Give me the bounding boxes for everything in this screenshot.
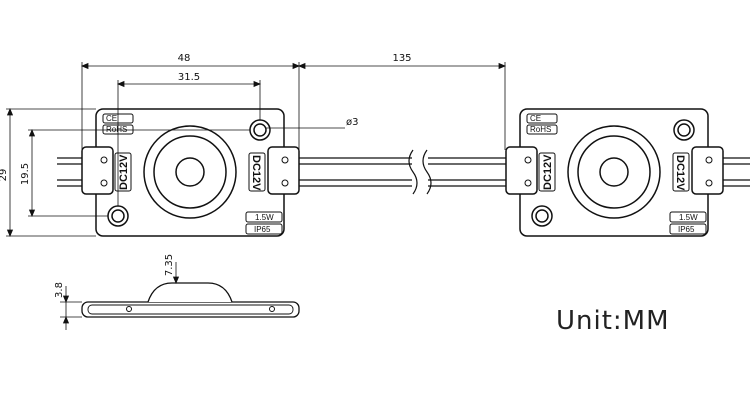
power-label: 1.5W bbox=[679, 213, 698, 222]
mount-hole-bottom bbox=[107, 205, 129, 227]
voltage-label-left: DC12V bbox=[542, 154, 554, 190]
cable-clamp-right bbox=[267, 146, 300, 195]
led-emitter bbox=[599, 157, 629, 187]
side-lens-dome bbox=[147, 282, 233, 303]
rating-box bbox=[669, 223, 707, 235]
rating-box bbox=[245, 223, 283, 235]
led-module-left bbox=[81, 108, 300, 237]
ce-box bbox=[526, 113, 558, 124]
power-box bbox=[669, 211, 707, 223]
side-body-inner bbox=[87, 304, 294, 315]
rating-label: IP65 bbox=[678, 225, 695, 234]
ce-mark: CE bbox=[106, 114, 117, 123]
cable-clamp-right bbox=[691, 146, 724, 195]
dim-lens-height: 7.35 bbox=[164, 254, 175, 276]
cable-break-symbol bbox=[408, 149, 432, 195]
dim-hole-spacing: 31.5 bbox=[178, 72, 200, 83]
voltage-label-left: DC12V bbox=[118, 154, 130, 190]
dc-box-left bbox=[114, 152, 132, 192]
mount-hole-top bbox=[673, 119, 695, 141]
ce-mark: CE bbox=[530, 114, 541, 123]
cable-clamp-left bbox=[505, 146, 538, 195]
led-module-right bbox=[505, 108, 724, 237]
rohs-label: RoHS bbox=[106, 125, 127, 134]
dc-box-right bbox=[672, 152, 690, 192]
dc-box-right bbox=[248, 152, 266, 192]
rating-label: IP65 bbox=[254, 225, 271, 234]
dim-overall-width: 48 bbox=[178, 53, 191, 64]
rohs-label: RoHS bbox=[530, 125, 551, 134]
voltage-label-right: DC12V bbox=[674, 155, 686, 191]
side-body-outer bbox=[81, 301, 300, 318]
dim-hole-vertical: 19.5 bbox=[20, 163, 31, 185]
dc-box-left bbox=[538, 152, 556, 192]
mount-hole-bottom bbox=[531, 205, 553, 227]
voltage-label-right: DC12V bbox=[250, 155, 262, 191]
dimension-lines bbox=[6, 62, 507, 238]
side-dimension-lines bbox=[60, 262, 180, 330]
rohs-box bbox=[526, 124, 558, 135]
dim-hole-diameter: ø3 bbox=[346, 117, 358, 128]
dim-overall-height: 29 bbox=[0, 169, 9, 182]
power-box bbox=[245, 211, 283, 223]
unit-label: Unit:MM bbox=[556, 306, 670, 336]
mount-hole-top bbox=[249, 119, 271, 141]
led-emitter bbox=[175, 157, 205, 187]
cable-clamp-left bbox=[81, 146, 114, 195]
power-label: 1.5W bbox=[255, 213, 274, 222]
side-view bbox=[81, 282, 300, 318]
dim-pitch: 135 bbox=[392, 53, 411, 64]
dim-thickness: 3.8 bbox=[54, 282, 65, 298]
